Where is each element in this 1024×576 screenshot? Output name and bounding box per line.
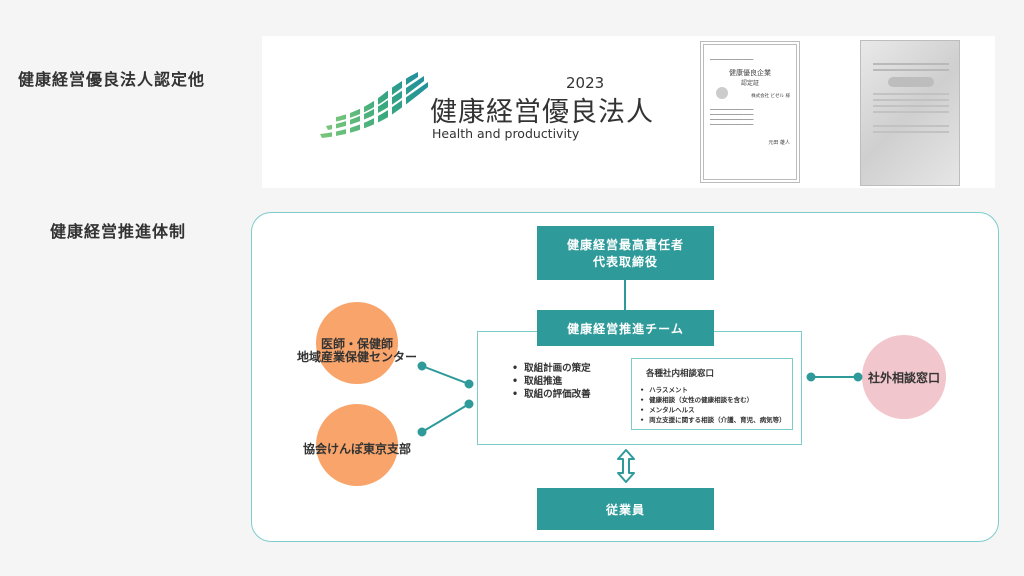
team-items: 取組計画の策定 取組推進 取組の評価改善 (512, 362, 591, 401)
doctor-label: 医師・保健師 (320, 336, 393, 351)
ceo-title: 健康経営最高責任者 (566, 238, 684, 252)
doctor-health-center-circle: 医師・保健師 (316, 302, 398, 384)
list-item: 取組の評価改善 (512, 388, 591, 401)
certificate-document-silver (860, 40, 960, 186)
consult-items: ハラスメント 健康相談（女性の健康相談を含む） メンタルヘルス 両立支援に関する… (640, 385, 792, 425)
kyokai-kenpo-label: 協会けんぽ東京支部 (302, 442, 411, 456)
logo-title-en: Health and productivity (432, 126, 580, 141)
ceo-role: 代表取締役 (592, 255, 658, 269)
certification-heading: 健康経営優良法人認定他 (18, 70, 206, 89)
logo-title-jp: 健康経営優良法人 (430, 97, 654, 128)
team-title: 健康経営推進チーム (567, 321, 684, 336)
list-item: 両立支援に関する相談（介護、育児、病気等） (640, 415, 792, 425)
certificate-badge-icon (888, 77, 934, 87)
certificate-seal-icon (716, 87, 728, 99)
bidirectional-arrow-icon (617, 449, 635, 483)
certificate-document: ━━━━━━━━━━━━━━━━━━ 健康優良企業 認定証 株式会社 ビゼル 様… (700, 41, 800, 183)
list-item: メンタルヘルス (640, 405, 792, 415)
kyokai-kenpo-circle (316, 404, 398, 486)
list-item: 取組推進 (512, 375, 591, 388)
list-item: 健康相談（女性の健康相談を含む） (640, 395, 792, 405)
list-item: 取組計画の策定 (512, 362, 591, 375)
list-item: ハラスメント (640, 385, 792, 395)
consult-title: 各種社内相談窓口 (646, 369, 715, 379)
internal-consultation-box: 各種社内相談窓口 ハラスメント 健康相談（女性の健康相談を含む） メンタルヘルス… (631, 358, 793, 430)
structure-heading: 健康経営推進体制 (50, 222, 187, 241)
employees-box: 従業員 (537, 488, 714, 530)
employees-label: 従業員 (605, 502, 645, 517)
logo-year: 2023 (566, 74, 605, 92)
certificate-subtitle: 認定証 (740, 80, 759, 87)
certificate-title: 健康優良企業 (729, 69, 771, 77)
external-consultation-label: 社外相談窓口 (867, 370, 940, 385)
ceo-box: 健康経営最高責任者 代表取締役 (537, 226, 714, 280)
health-center-label: 地域産業保健センター (296, 350, 417, 364)
certificate-signer: 元田 雄人 (768, 140, 790, 146)
external-consultation-circle: 社外相談窓口 (862, 335, 946, 419)
health-productivity-logo-icon (320, 72, 428, 142)
team-title-box: 健康経営推進チーム (537, 310, 714, 346)
ceo-team-connector (624, 280, 626, 310)
certificate-company: 株式会社 ビゼル 様 (751, 94, 790, 99)
